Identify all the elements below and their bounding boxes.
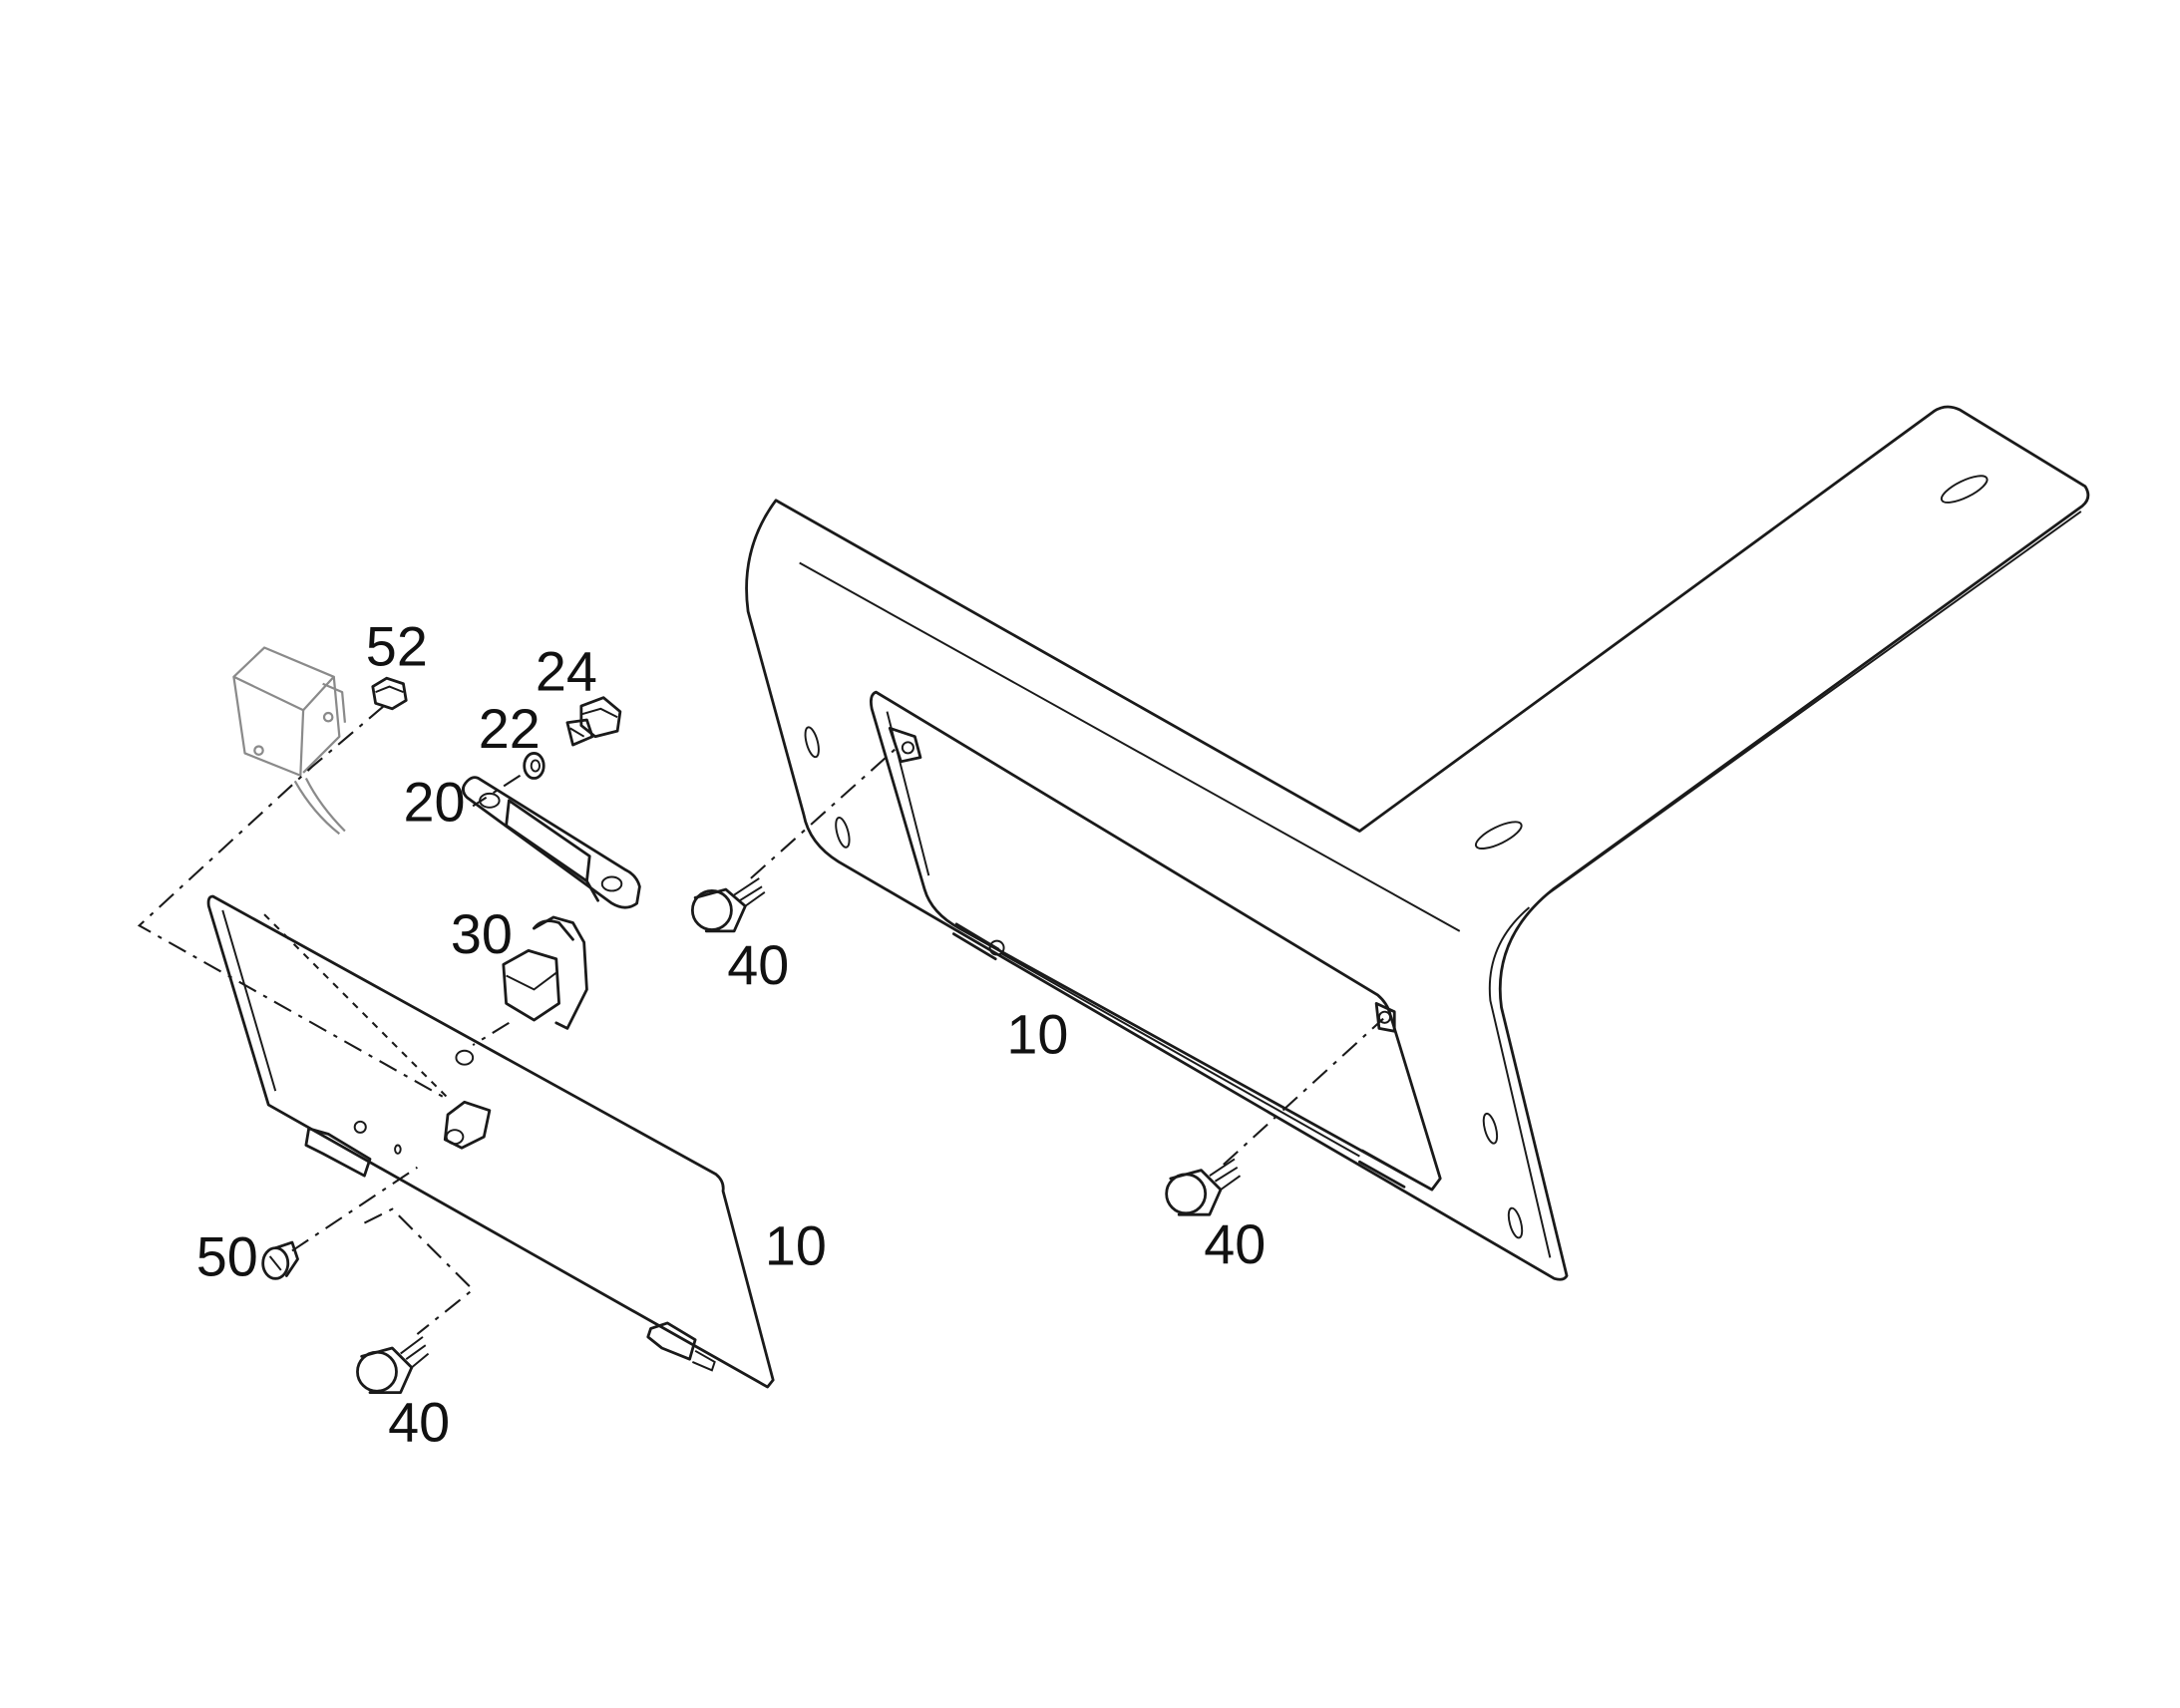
- callout-10-plate: 10: [765, 1214, 827, 1276]
- callout-40-bottom: 40: [388, 1391, 450, 1453]
- callout-22: 22: [479, 698, 541, 760]
- callout-50: 50: [196, 1226, 258, 1288]
- screw-50: [261, 1240, 299, 1280]
- knob-screw-bottom: [356, 1336, 430, 1394]
- washer-22: [523, 752, 545, 780]
- callout-40-middle: 40: [1204, 1213, 1266, 1275]
- sensor-ghost: [232, 646, 347, 836]
- latch-catch-30: [502, 915, 588, 1030]
- callout-10-bracket: 10: [1006, 1004, 1068, 1066]
- callout-52: 52: [366, 616, 428, 678]
- knob-screw-middle: [1165, 1158, 1242, 1216]
- latch-plate-20: [462, 776, 641, 909]
- hinged-plate: [206, 894, 775, 1389]
- hex-nut-52: [371, 676, 408, 711]
- assembly-lines: [137, 705, 1384, 1335]
- callout-24: 24: [536, 641, 597, 703]
- callout-labels: 52 24 22 20 30 40 10 10 40 50 40: [196, 616, 1267, 1454]
- bracket-frame: [745, 405, 2090, 1281]
- callout-40-top: 40: [727, 934, 789, 996]
- callout-20: 20: [403, 772, 465, 834]
- callout-30: 30: [451, 903, 513, 965]
- knob-screw-top: [690, 877, 766, 933]
- bolt-24: [565, 696, 622, 747]
